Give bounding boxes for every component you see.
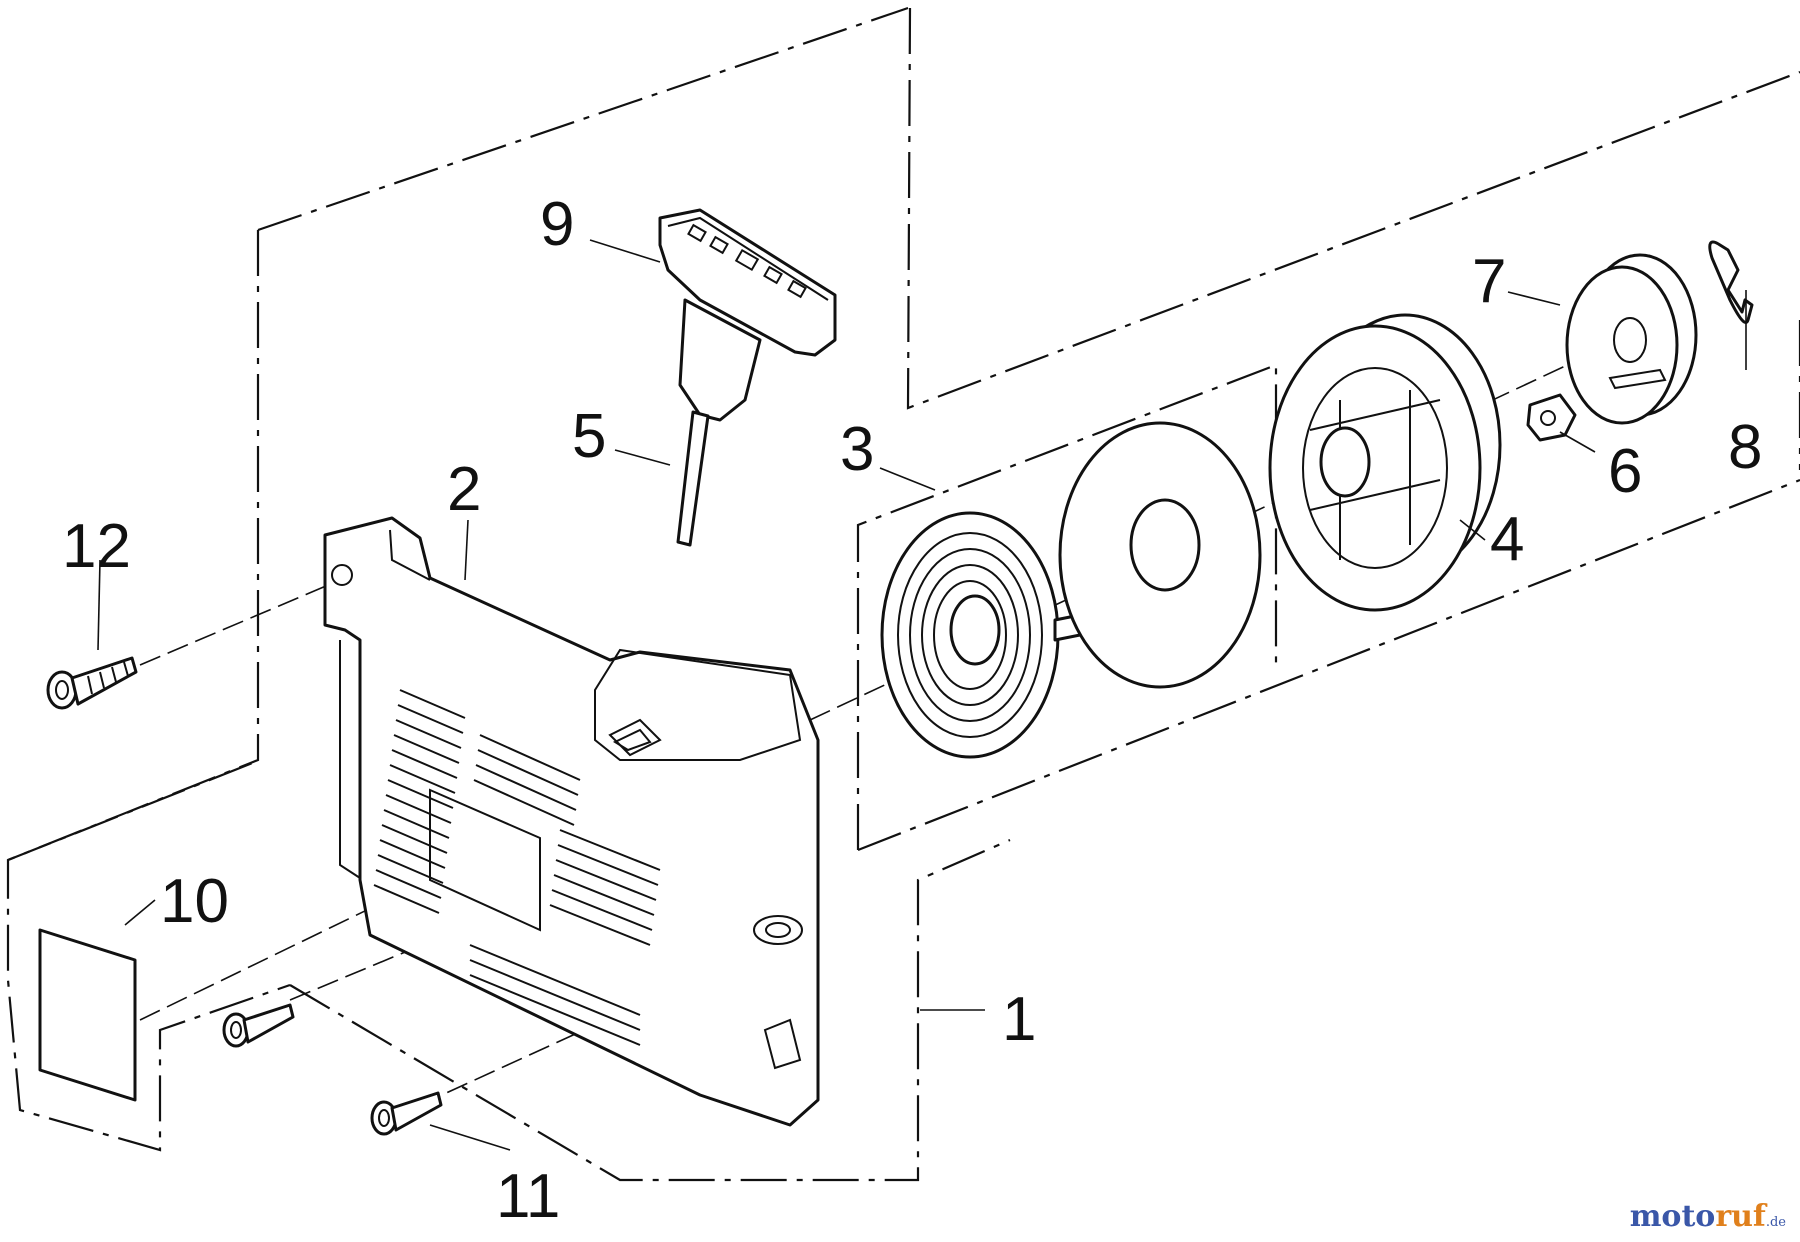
- label-part-10: [38, 928, 137, 1102]
- watermark-text-2: ruf: [1715, 1199, 1766, 1234]
- starter-housing-part-2: [323, 516, 820, 1127]
- callout-3: 3: [840, 415, 874, 484]
- leader-lines: [97, 239, 1747, 1151]
- callout-7: 7: [1472, 247, 1506, 316]
- callout-1: 1: [1002, 985, 1036, 1054]
- rewind-spring-part-3: [880, 511, 1082, 759]
- callout-labels: 9 5 2 3 4 6 7 8 10 11 12 1: [62, 190, 1762, 1231]
- watermark-logo: motoruf.de: [1630, 1199, 1786, 1234]
- screw-part-12: [46, 656, 138, 710]
- callout-2: 2: [447, 455, 481, 524]
- spring-clip-part-8: [1708, 240, 1754, 324]
- pulley-cover-part-7: [1565, 253, 1698, 425]
- callout-4: 4: [1490, 505, 1524, 574]
- spring-cover-plate: [1058, 421, 1262, 689]
- callout-11: 11: [496, 1162, 560, 1231]
- pawl-part-6: [1526, 393, 1577, 442]
- callout-8: 8: [1728, 413, 1762, 482]
- screw-part-11-b: [370, 1091, 443, 1136]
- callout-6: 6: [1608, 437, 1642, 506]
- callout-12: 12: [62, 512, 131, 581]
- callout-5: 5: [572, 402, 606, 471]
- watermark-text-1: moto: [1629, 1199, 1716, 1234]
- housing-grille: [373, 689, 661, 1046]
- callout-9: 9: [540, 190, 574, 259]
- watermark-text-3: .de: [1765, 1215, 1786, 1230]
- starter-handle-part-9: [658, 208, 837, 422]
- screw-part-11-a: [222, 1003, 295, 1048]
- callout-10: 10: [160, 867, 229, 936]
- starter-rope-part-5: [676, 410, 710, 547]
- rope-pulley-part-4: [1268, 313, 1502, 612]
